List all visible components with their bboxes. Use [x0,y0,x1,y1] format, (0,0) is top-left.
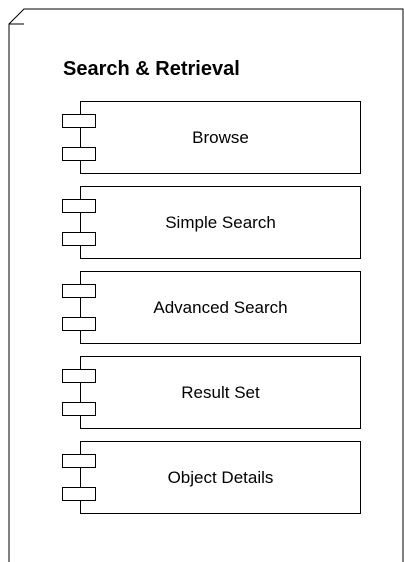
component-port-icon [62,284,96,298]
component-port-icon [62,232,96,246]
component-port-icon [62,317,96,331]
component-port-icon [62,454,96,468]
component-label: Advanced Search [153,297,288,317]
component-label: Object Details [167,467,274,487]
component-port-icon [62,199,96,213]
component-port-icon [62,369,96,383]
component-port-icon [62,147,96,161]
component-label: Result Set [181,382,260,402]
component-result-set[interactable]: Result Set [80,356,361,429]
component-browse[interactable]: Browse [80,101,361,174]
component-advanced-search[interactable]: Advanced Search [80,271,361,344]
component-label: Simple Search [165,212,276,232]
component-simple-search[interactable]: Simple Search [80,186,361,259]
package-outline [8,8,404,562]
component-port-icon [62,114,96,128]
component-label: Browse [192,127,249,147]
package-title: Search & Retrieval [63,58,240,80]
component-port-icon [62,487,96,501]
component-object-details[interactable]: Object Details [80,441,361,514]
component-port-icon [62,402,96,416]
